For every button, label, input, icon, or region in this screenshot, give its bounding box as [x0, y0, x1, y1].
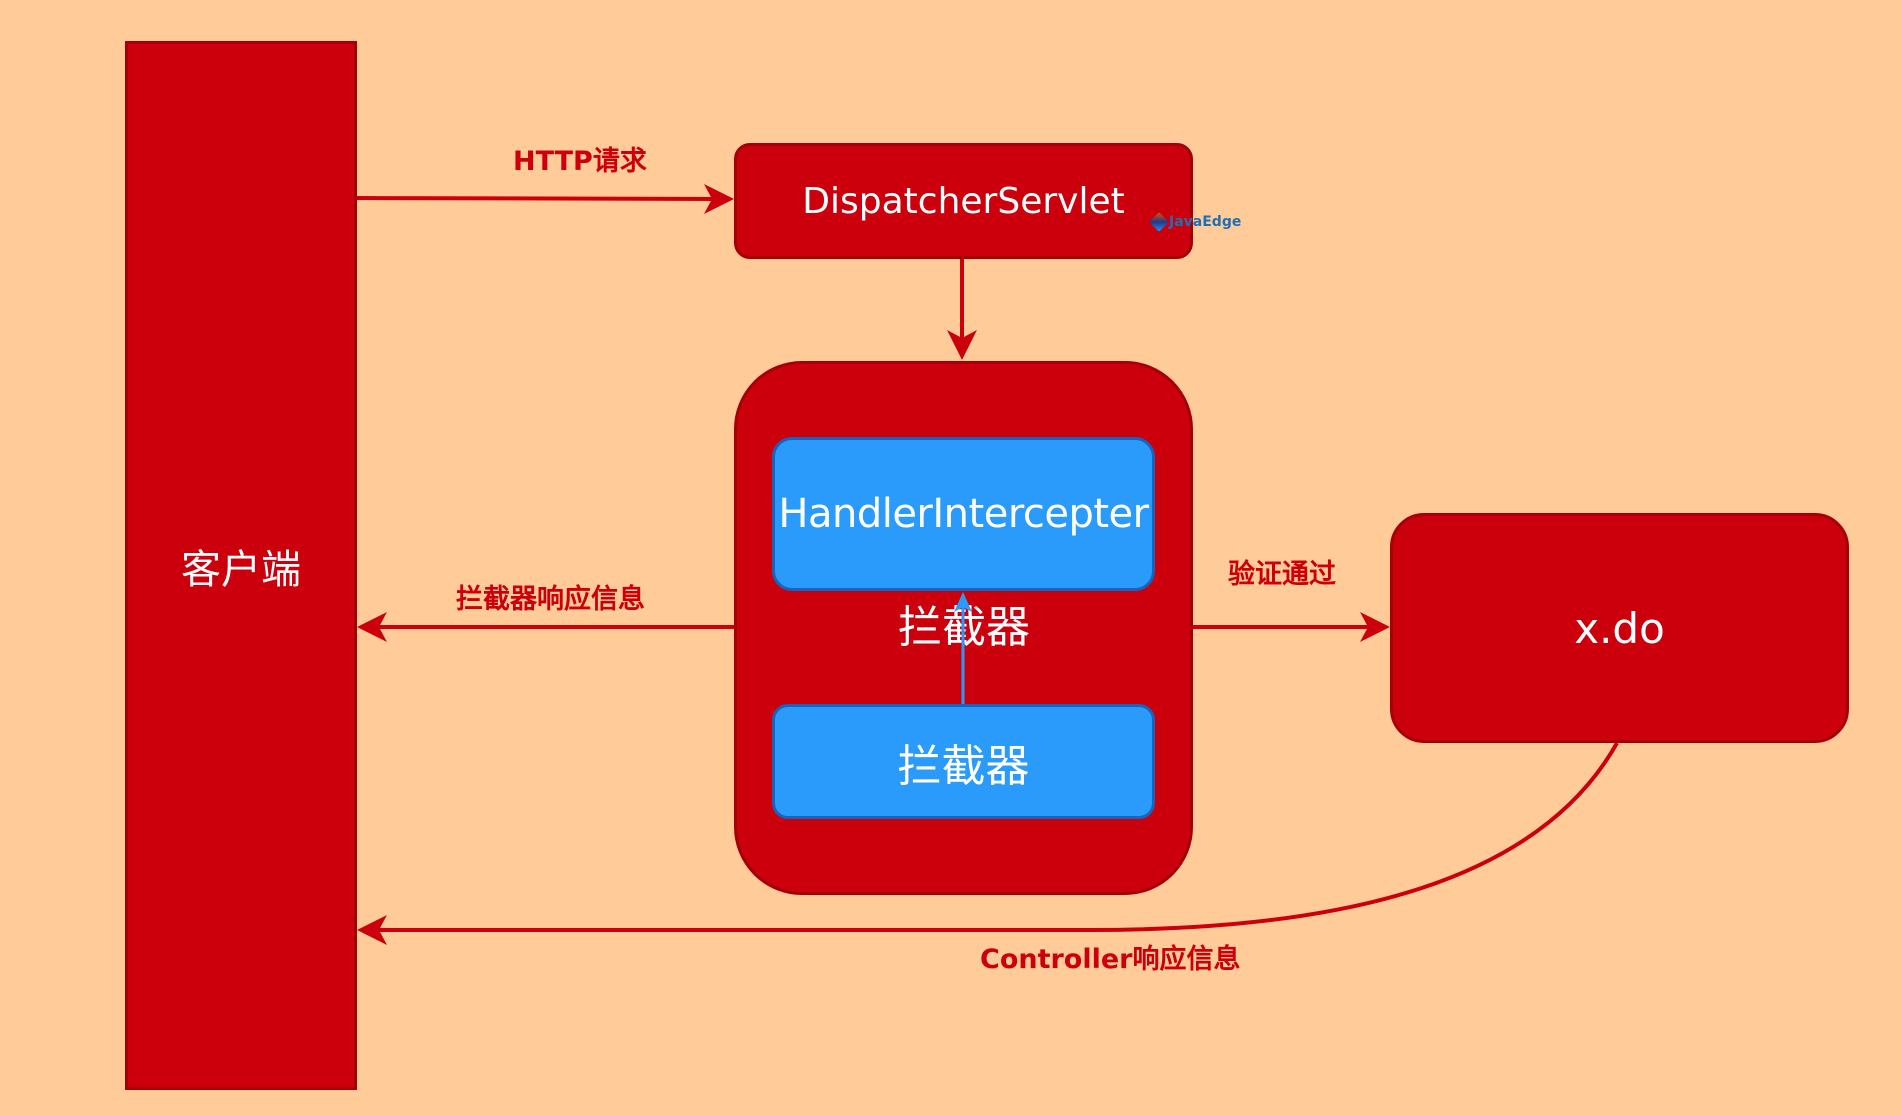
interceptor-group-label: 拦截器: [898, 602, 1030, 653]
interceptor-node[interactable]: 拦截器: [772, 704, 1155, 819]
edge-label-interceptor-response: 拦截器响应信息: [456, 584, 645, 615]
arrowhead-icon: [704, 184, 734, 214]
handler-interceptor-node[interactable]: HandlerIntercepter: [772, 437, 1155, 591]
controller-node[interactable]: x.do: [1390, 513, 1849, 743]
edge-dispatcher-to-interceptors: [947, 259, 977, 360]
edge-label-controller-response: Controller响应信息: [980, 944, 1241, 975]
arrowhead-icon: [357, 612, 387, 642]
watermark-logo: JavaEdge: [1149, 212, 1242, 232]
client-label: 客户端: [181, 546, 301, 593]
edge-validation-passed: [1193, 612, 1390, 642]
dispatcher-servlet-label: DispatcherServlet: [802, 180, 1125, 222]
handler-interceptor-label: HandlerIntercepter: [778, 491, 1149, 537]
dispatcher-servlet-node[interactable]: DispatcherServlet: [734, 143, 1193, 259]
interceptor-label: 拦截器: [897, 740, 1030, 792]
edge-label-http-request: HTTP请求: [513, 146, 647, 177]
controller-label: x.do: [1574, 603, 1665, 653]
edge-label-validation-passed: 验证通过: [1228, 559, 1336, 590]
watermark-text: JavaEdge: [1169, 214, 1242, 230]
edge-controller-response: [357, 742, 1619, 945]
edge-http-request: [356, 184, 734, 214]
arrowhead-icon: [357, 915, 387, 945]
javaedge-logo-icon: [1149, 212, 1169, 232]
arrowhead-icon: [947, 330, 977, 360]
arrowhead-icon: [1360, 612, 1390, 642]
client-node[interactable]: 客户端: [125, 41, 357, 1090]
edge-interceptor-response: [357, 612, 734, 642]
